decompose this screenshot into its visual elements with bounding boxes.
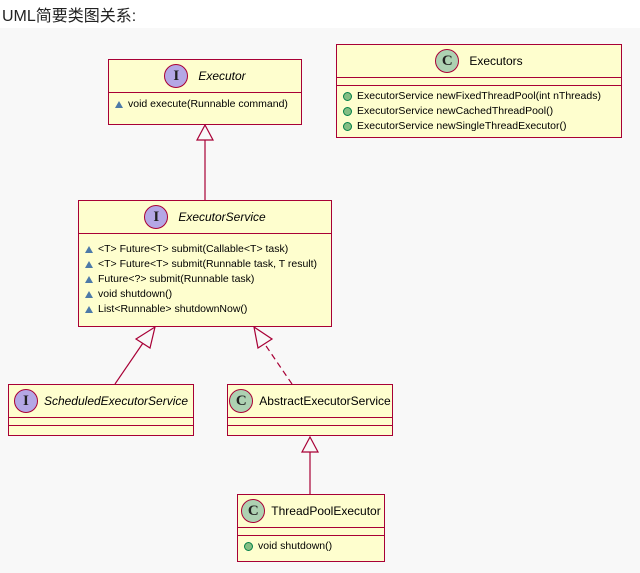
class-scheduledexecutorservice: I ScheduledExecutorService	[8, 384, 194, 436]
class-header: I ScheduledExecutorService	[9, 385, 193, 418]
class-header: C Executors	[337, 45, 621, 78]
class-name: Executor	[198, 69, 246, 83]
class-executorservice: I ExecutorService <T> Future<T> submit(C…	[78, 200, 332, 327]
method-item: void shutdown()	[244, 539, 378, 554]
methods: ExecutorService newFixedThreadPool(int n…	[337, 85, 621, 138]
abstract-method-icon	[85, 246, 93, 253]
class-icon: C	[435, 49, 460, 73]
abstract-method-icon	[115, 101, 123, 108]
abstract-method-icon	[85, 261, 93, 268]
abstract-implements-executorservice	[253, 325, 293, 385]
interface-icon: I	[144, 205, 169, 229]
class-abstractexecutorservice: C AbstractExecutorService	[227, 384, 393, 436]
class-threadpoolexecutor: C ThreadPoolExecutor void shutdown()	[237, 494, 385, 562]
class-icon: C	[229, 389, 254, 413]
abstract-method-icon	[85, 306, 93, 313]
methods: void execute(Runnable command)	[109, 93, 301, 116]
method-item: ExecutorService newFixedThreadPool(int n…	[343, 89, 615, 104]
method-item: <T> Future<T> submit(Callable<T> task)	[85, 242, 325, 257]
method-item: Future<?> submit(Runnable task)	[85, 272, 325, 287]
class-icon: C	[241, 499, 266, 523]
class-header: C AbstractExecutorService	[228, 385, 392, 418]
method-item: void execute(Runnable command)	[115, 97, 295, 112]
class-executors: C Executors ExecutorService newFixedThre…	[336, 44, 622, 138]
class-name: ExecutorService	[178, 210, 266, 224]
public-method-icon	[343, 107, 352, 116]
method-item: List<Runnable> shutdownNow()	[85, 302, 325, 317]
method-item: void shutdown()	[85, 287, 325, 302]
page-heading: UML简要类图关系:	[2, 8, 137, 25]
class-header: C ThreadPoolExecutor	[238, 495, 384, 528]
class-header: I Executor	[109, 60, 301, 93]
class-name: ThreadPoolExecutor	[271, 504, 381, 518]
abstract-method-icon	[85, 291, 93, 298]
fields-section	[337, 78, 621, 85]
method-item: ExecutorService newSingleThreadExecutor(…	[343, 119, 615, 134]
fields-section	[9, 418, 193, 425]
interface-icon: I	[164, 64, 189, 88]
uml-diagram: I Executor void execute(Runnable command…	[0, 28, 640, 573]
fields-section	[228, 418, 392, 425]
class-name: ScheduledExecutorService	[43, 394, 189, 408]
fields-section	[238, 528, 384, 535]
methods: void shutdown()	[238, 535, 384, 558]
class-name: Executors	[469, 54, 523, 68]
method-item: <T> Future<T> submit(Runnable task, T re…	[85, 257, 325, 272]
class-header: I ExecutorService	[79, 201, 331, 234]
interface-icon: I	[13, 389, 38, 413]
public-method-icon	[343, 122, 352, 131]
tpe-extends-abstract	[301, 435, 319, 494]
class-name: AbstractExecutorService	[259, 394, 391, 408]
methods: <T> Future<T> submit(Callable<T> task) <…	[79, 234, 331, 321]
relationship-lines	[114, 123, 319, 494]
method-item: ExecutorService newCachedThreadPool()	[343, 104, 615, 119]
public-method-icon	[343, 92, 352, 101]
public-method-icon	[244, 542, 253, 551]
methods-section	[228, 425, 392, 433]
methods-section	[9, 425, 193, 433]
executorservice-extends-executor	[196, 123, 214, 200]
abstract-method-icon	[85, 276, 93, 283]
class-executor: I Executor void execute(Runnable command…	[108, 59, 302, 125]
scheduled-extends-executorservice	[114, 325, 156, 385]
